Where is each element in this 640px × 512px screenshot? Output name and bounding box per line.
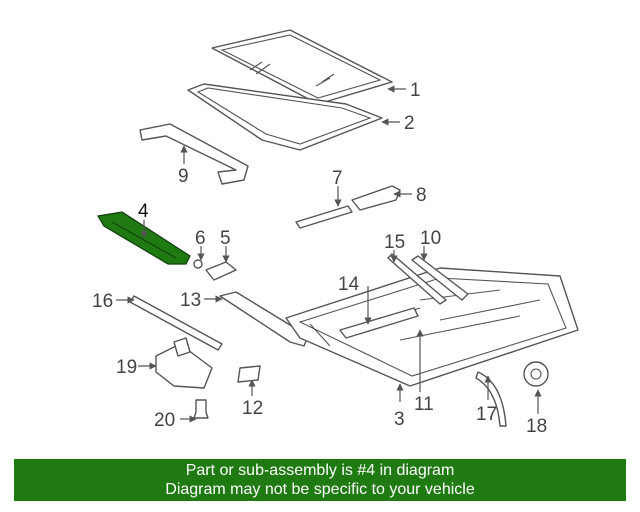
callout-5[interactable]: 5 [220, 228, 231, 249]
callout-16[interactable]: 16 [92, 291, 113, 312]
part-1-glass-panel[interactable] [211, 29, 393, 105]
sunroof-parts-diagram: 1 2 3 4 5 6 7 8 9 10 11 12 13 14 15 16 1… [92, 29, 579, 437]
callout-12[interactable]: 12 [242, 398, 263, 419]
banner-line-1: Part or sub-assembly is #4 in diagram [185, 462, 455, 479]
callout-14[interactable]: 14 [338, 274, 360, 295]
part-2-frame-seal[interactable] [187, 83, 383, 151]
sunroof-housing[interactable] [285, 267, 579, 387]
callout-13[interactable]: 13 [180, 290, 201, 311]
part-19-motor[interactable] [155, 337, 213, 389]
callout-18[interactable]: 18 [526, 416, 547, 437]
callout-1[interactable]: 1 [410, 80, 421, 101]
part-18-grommet[interactable] [523, 361, 549, 387]
part-20-bolt[interactable] [193, 399, 209, 419]
callout-17[interactable]: 17 [476, 404, 497, 425]
part-5-clip[interactable] [205, 261, 237, 281]
part-17-trim[interactable] [475, 371, 507, 427]
callout-3[interactable]: 3 [394, 409, 405, 430]
callout-20[interactable]: 20 [154, 410, 175, 431]
part-15-rail[interactable] [387, 253, 447, 305]
callout-8[interactable]: 8 [416, 185, 427, 206]
callout-7[interactable]: 7 [332, 168, 343, 189]
callout-6[interactable]: 6 [195, 228, 206, 249]
part-8-bracket[interactable] [351, 185, 401, 211]
part-12-bracket[interactable] [237, 365, 261, 383]
info-banner: Part or sub-assembly is #4 in diagram Di… [14, 459, 626, 501]
banner-line-2: Diagram may not be specific to your vehi… [165, 481, 475, 498]
part-9-front-rail[interactable] [139, 123, 249, 185]
callout-15[interactable]: 15 [384, 232, 405, 253]
part-10-rail[interactable] [411, 255, 469, 301]
part-6-clip[interactable] [193, 259, 203, 269]
callout-4[interactable]: 4 [138, 201, 149, 222]
callout-2[interactable]: 2 [404, 113, 415, 134]
callout-9[interactable]: 9 [178, 166, 189, 187]
part-7-link[interactable] [295, 205, 353, 229]
callout-19[interactable]: 19 [116, 357, 137, 378]
callout-11[interactable]: 11 [414, 394, 434, 415]
callout-10[interactable]: 10 [420, 228, 441, 249]
